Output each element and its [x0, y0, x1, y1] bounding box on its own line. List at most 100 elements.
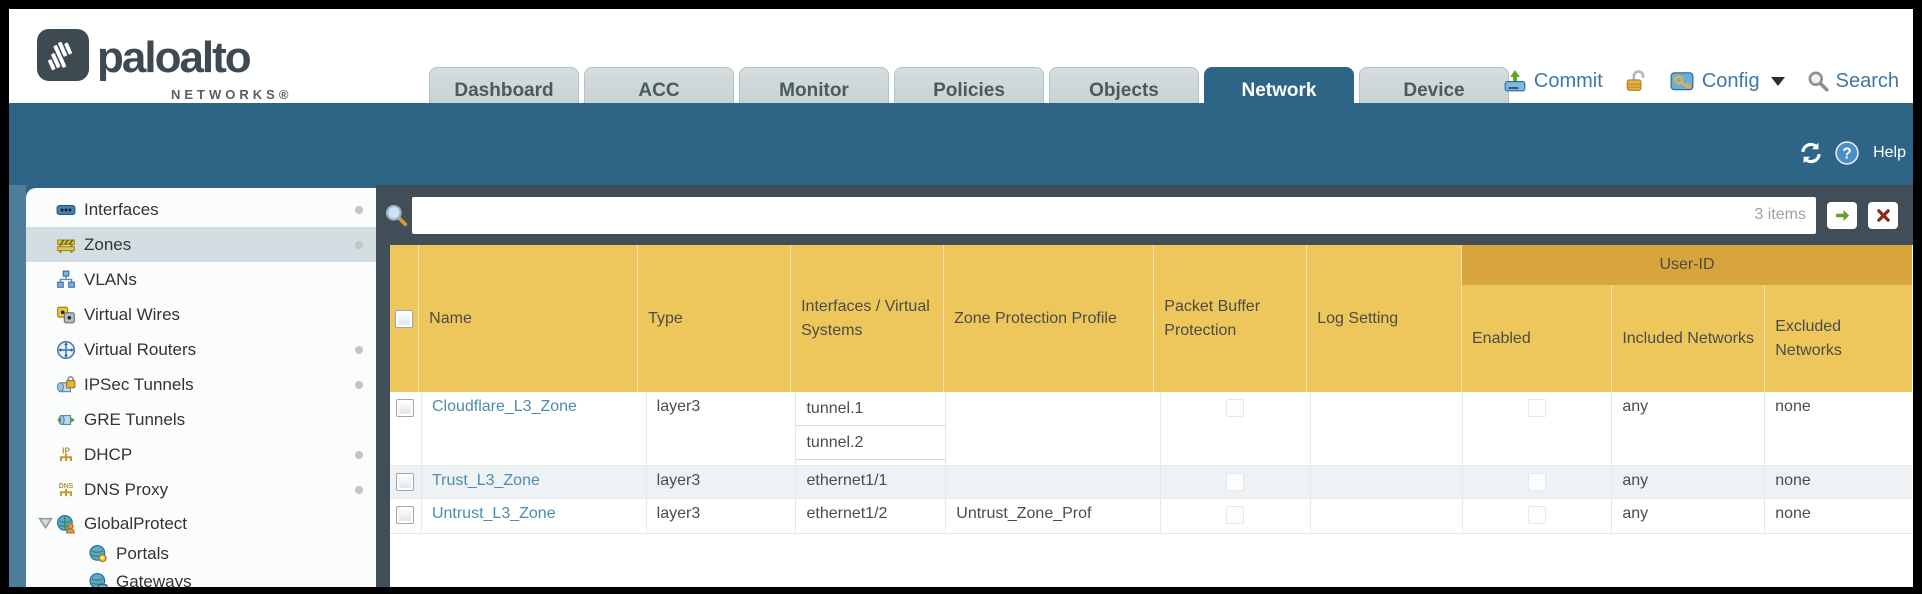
paloalto-logo-icon	[37, 29, 89, 81]
row-checkbox[interactable]	[396, 399, 415, 417]
user-id-enabled-cell	[1463, 499, 1613, 533]
filter-search-icon	[385, 204, 408, 227]
zone-type-cell: layer3	[647, 392, 797, 465]
zone-name-cell: Untrust_L3_Zone	[422, 499, 647, 533]
status-dot	[355, 345, 363, 354]
user-id-enabled-checkbox[interactable]	[1527, 399, 1546, 417]
packet-buffer-protection-checkbox[interactable]	[1226, 506, 1245, 524]
zone-interfaces-cell[interactable]: ethernet1/1	[796, 466, 947, 498]
column-header-excluded-networks[interactable]: Excluded Networks	[1775, 318, 1842, 359]
zone-name-link[interactable]: Trust_L3_Zone	[431, 472, 540, 489]
sidebar-item-dhcp[interactable]: IP DHCP	[26, 437, 376, 472]
row-checkbox[interactable]	[396, 473, 415, 491]
commit-button[interactable]: Commit	[1503, 69, 1603, 93]
packet-buffer-protection-cell	[1161, 466, 1311, 498]
search-label: Search	[1835, 69, 1899, 92]
column-header-type[interactable]: Type	[638, 245, 792, 392]
log-setting-cell	[1311, 466, 1463, 498]
sidebar-item-zones[interactable]: Zones	[26, 227, 376, 262]
svg-text:IP: IP	[62, 445, 70, 455]
sidebar-item-label: IPSec Tunnels	[84, 374, 194, 394]
interface-item[interactable]: tunnel.1	[796, 392, 946, 426]
packet-buffer-protection-checkbox[interactable]	[1226, 399, 1245, 417]
zone-interfaces-cell[interactable]: ethernet1/2	[796, 499, 947, 533]
column-header-zone-protection-profile[interactable]: Zone Protection Profile	[944, 245, 1155, 392]
virtual-wires-icon	[56, 305, 76, 325]
select-all-checkbox[interactable]	[395, 309, 414, 328]
zone-name-cell: Trust_L3_Zone	[422, 466, 647, 498]
svg-text:DNS: DNS	[59, 482, 74, 489]
user-id-enabled-cell	[1463, 466, 1613, 498]
help-icon[interactable]: ?	[1835, 141, 1859, 165]
included-networks-cell: any	[1612, 392, 1766, 465]
table-left-gutter	[376, 245, 390, 587]
status-dot	[355, 380, 363, 389]
header-actions: Commit Config	[1503, 61, 1899, 101]
gateways-icon	[88, 572, 108, 587]
config-icon	[1670, 72, 1694, 91]
zone-name-link[interactable]: Cloudflare_L3_Zone	[431, 398, 577, 415]
excluded-networks-cell: none	[1775, 505, 1811, 522]
network-sidebar: Interfaces Zones VLANs Virtual Wires	[26, 188, 376, 587]
globalprotect-icon	[56, 514, 76, 534]
sidebar-item-portals[interactable]: Portals	[26, 540, 376, 568]
commit-label: Commit	[1533, 69, 1603, 92]
subheader-band	[9, 103, 1913, 185]
brand-name: paloalto	[97, 33, 252, 82]
column-header-included-networks[interactable]: Included Networks	[1612, 285, 1766, 392]
refresh-icon[interactable]	[1799, 141, 1823, 165]
help-label[interactable]: Help	[1873, 144, 1906, 161]
expander-triangle-icon[interactable]	[38, 516, 53, 531]
status-dot	[355, 485, 363, 494]
sidebar-item-vlans[interactable]: VLANs	[26, 262, 376, 297]
column-header-enabled[interactable]: Enabled	[1462, 285, 1613, 392]
table-row: Untrust_L3_Zone layer3 ethernet1/2 Untru…	[390, 499, 1912, 534]
sidebar-item-label: Zones	[84, 234, 132, 254]
zone-name-link[interactable]: Untrust_L3_Zone	[431, 505, 556, 522]
filter-bar: 3 items	[376, 185, 1913, 245]
interfaces-icon	[56, 200, 76, 220]
column-header-interfaces[interactable]: Interfaces / Virtual Systems	[791, 245, 945, 392]
portals-icon	[88, 544, 108, 564]
interface-item[interactable]: tunnel.2	[796, 426, 946, 460]
packet-buffer-protection-checkbox[interactable]	[1226, 473, 1245, 491]
clear-filter-button[interactable]	[1868, 201, 1898, 229]
sidebar-item-interfaces[interactable]: Interfaces	[26, 192, 376, 227]
filter-input[interactable]	[412, 200, 1755, 230]
gre-tunnels-icon	[56, 410, 76, 430]
zone-type-cell: layer3	[647, 466, 797, 498]
filter-field: 3 items	[412, 196, 1816, 234]
sidebar-item-label: VLANs	[84, 269, 137, 289]
sidebar-item-ipsec-tunnels[interactable]: IPSec Tunnels	[26, 367, 376, 402]
apply-filter-button[interactable]	[1827, 201, 1857, 229]
status-dot	[355, 450, 363, 459]
sidebar-item-gateways[interactable]: Gateways	[26, 568, 376, 587]
zone-interfaces-cell: tunnel.1 tunnel.2	[796, 392, 947, 465]
column-header-packet-buffer-protection[interactable]: Packet Buffer Protection	[1154, 245, 1308, 392]
left-edge-strip	[9, 185, 26, 587]
sidebar-item-virtual-wires[interactable]: Virtual Wires	[26, 297, 376, 332]
column-header-log-setting[interactable]: Log Setting	[1307, 245, 1462, 392]
config-menu-button[interactable]: Config	[1669, 69, 1785, 93]
table-row: Cloudflare_L3_Zone layer3 tunnel.1 tunne…	[390, 392, 1912, 466]
sidebar-item-label: GlobalProtect	[84, 513, 187, 533]
sidebar-item-globalprotect[interactable]: GlobalProtect	[26, 507, 376, 540]
ipsec-tunnels-icon	[56, 375, 76, 395]
zones-table: Name Type Interfaces / Virtual Systems Z…	[390, 245, 1912, 534]
user-id-enabled-checkbox[interactable]	[1527, 473, 1546, 491]
red-x-icon	[1876, 208, 1890, 222]
row-checkbox[interactable]	[396, 506, 415, 524]
search-button[interactable]: Search	[1807, 70, 1899, 93]
sidebar-item-virtual-routers[interactable]: Virtual Routers	[26, 332, 376, 367]
zone-name-cell: Cloudflare_L3_Zone	[422, 392, 647, 465]
user-id-enabled-checkbox[interactable]	[1527, 506, 1546, 524]
status-dot	[355, 205, 363, 214]
sidebar-item-gre-tunnels[interactable]: GRE Tunnels	[26, 402, 376, 437]
table-row: Trust_L3_Zone layer3 ethernet1/1 any non…	[390, 466, 1912, 499]
brand-subtitle: NETWORKS®	[171, 87, 293, 102]
sidebar-item-dns-proxy[interactable]: DNS DNS Proxy	[26, 472, 376, 507]
column-header-name[interactable]: Name	[419, 245, 639, 392]
select-all-cell	[390, 245, 420, 392]
unlocked-icon[interactable]	[1625, 69, 1647, 93]
